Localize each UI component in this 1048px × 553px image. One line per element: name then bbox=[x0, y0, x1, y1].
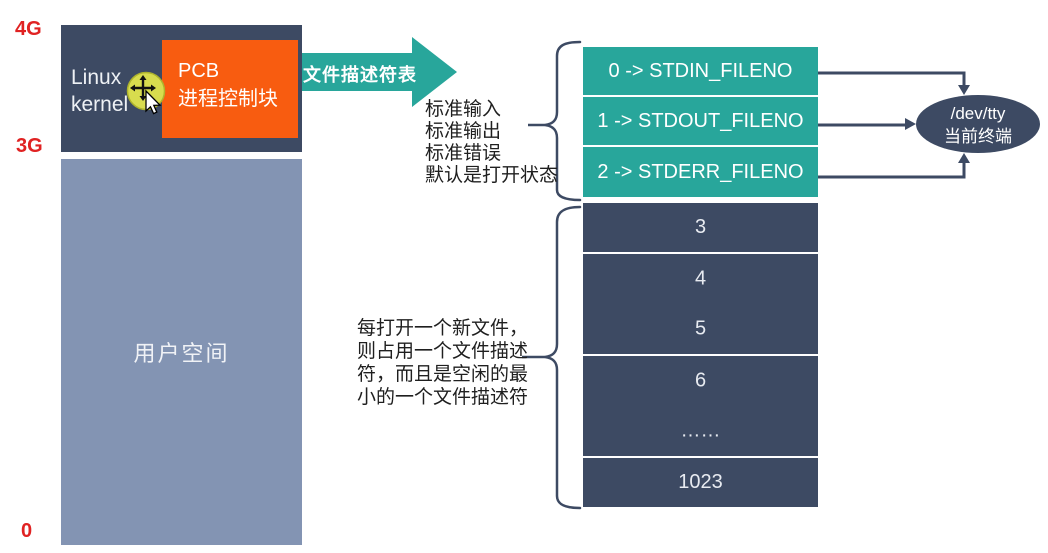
fd0-arrowhead-icon bbox=[958, 85, 970, 95]
label-0: 0 bbox=[21, 520, 33, 542]
fd1-arrowhead-icon bbox=[905, 118, 916, 130]
fd-value-6: 6 bbox=[694, 369, 707, 392]
flow-arrow-label: 文件描述符表 bbox=[303, 65, 417, 85]
label-4g: 4G bbox=[15, 18, 42, 40]
move-cursor-icon bbox=[126, 71, 166, 115]
pcb-title: PCB bbox=[178, 60, 220, 82]
terminal-device: /dev/tty bbox=[950, 104, 1006, 123]
open-note-line: 则占用一个文件描述 bbox=[357, 341, 529, 362]
std-note-line: 默认是打开状态 bbox=[425, 165, 559, 186]
fd-table: 0 -> STDIN_FILENO 1 -> STDOUT_FILENO 2 -… bbox=[583, 47, 818, 507]
terminal-label: /dev/tty 当前终端 bbox=[916, 102, 1040, 148]
fd-row-stderr: 2 -> STDERR_FILENO bbox=[583, 147, 818, 197]
label-3g: 3G bbox=[16, 135, 43, 157]
flow-arrow-shape bbox=[302, 37, 457, 107]
fd-row-1023: 1023 bbox=[583, 458, 818, 507]
kernel-space-box: Linux kernel PCB 进程控制块 bbox=[61, 25, 302, 152]
kernel-label: Linux kernel bbox=[71, 66, 129, 116]
fd-value-4: 4 bbox=[694, 267, 707, 290]
user-space-box: 用户空间 bbox=[61, 159, 302, 545]
fd0-connector bbox=[818, 71, 966, 86]
open-note-line: 小的一个文件描述符 bbox=[357, 387, 529, 408]
std-note-line: 标准输出 bbox=[425, 121, 502, 142]
fd-row-stdout: 1 -> STDOUT_FILENO bbox=[583, 97, 818, 147]
user-space-label: 用户空间 bbox=[133, 341, 230, 366]
std-note-line: 标准错误 bbox=[425, 143, 502, 164]
pcb-subtitle: 进程控制块 bbox=[178, 88, 278, 110]
pcb-box: PCB 进程控制块 bbox=[162, 40, 298, 138]
fd-row-stdin: 0 -> STDIN_FILENO bbox=[583, 47, 818, 97]
fd2-arrowhead-icon bbox=[958, 153, 970, 163]
fd2-connector bbox=[818, 162, 966, 179]
terminal-ellipse bbox=[916, 95, 1040, 153]
fd-value-ellipsis: …… bbox=[680, 419, 721, 442]
fd-row-4-5: 4 5 bbox=[583, 254, 818, 356]
fd-value-5: 5 bbox=[694, 317, 707, 340]
terminal-desc: 当前终端 bbox=[944, 127, 1012, 146]
fd-row-6-etc: 6 …… bbox=[583, 356, 818, 458]
std-note-line: 标准输入 bbox=[425, 99, 502, 120]
free-brace bbox=[544, 205, 582, 510]
fd-row-3: 3 bbox=[583, 203, 818, 254]
open-file-note: 每打开一个新文件， 则占用一个文件描述 符，而且是空闲的最 小的一个文件描述符 bbox=[357, 317, 528, 409]
std-note: 标准输入 标准输出 标准错误 默认是打开状态 bbox=[425, 99, 558, 187]
open-note-line: 每打开一个新文件， bbox=[357, 318, 529, 339]
open-note-line: 符，而且是空闲的最 bbox=[357, 364, 529, 385]
